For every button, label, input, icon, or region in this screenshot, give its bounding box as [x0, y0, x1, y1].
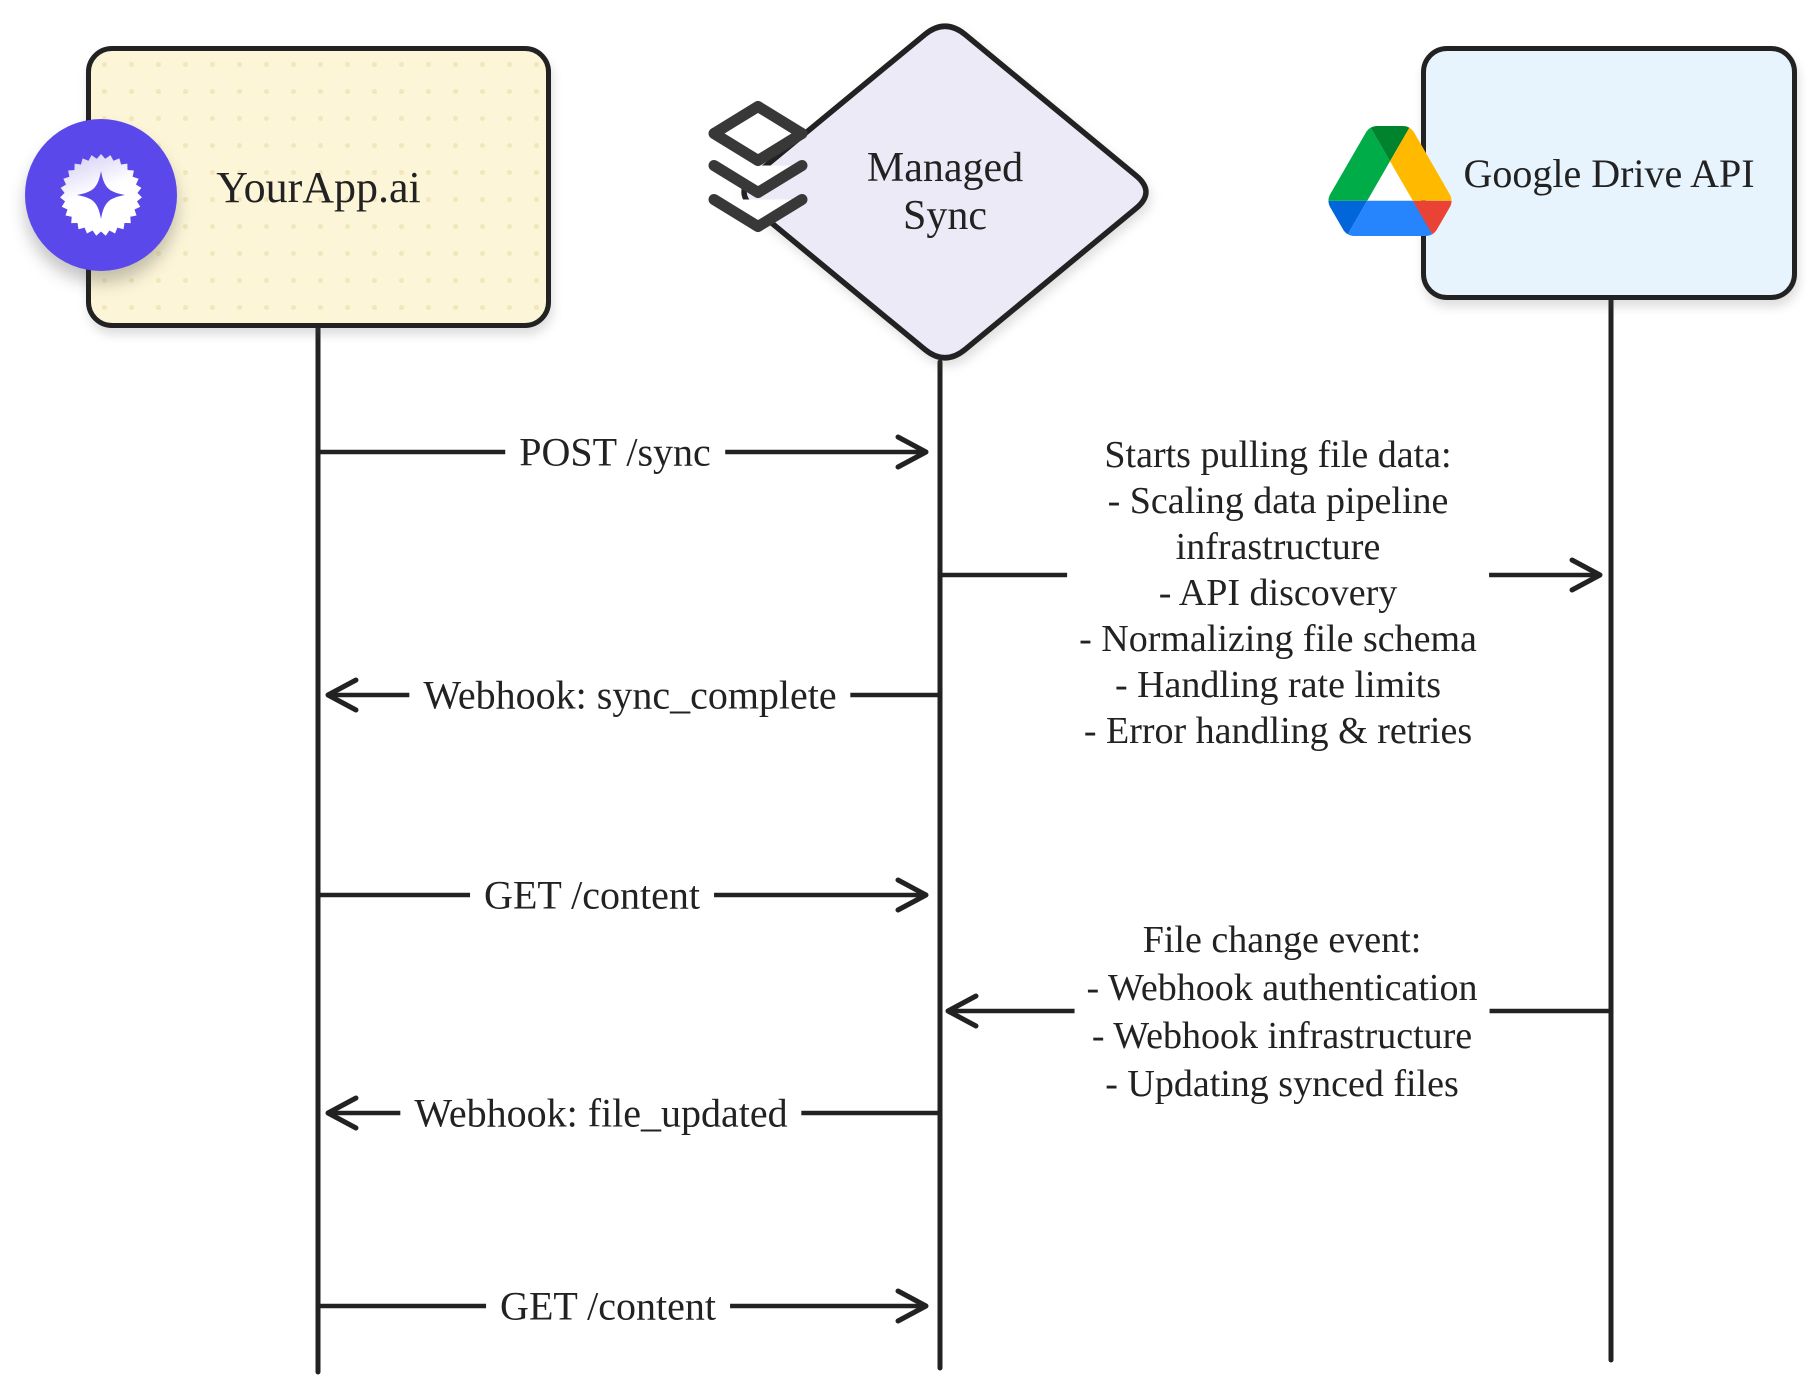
google-drive-icon — [1328, 126, 1452, 236]
managed-sync-logo — [702, 96, 814, 249]
actor-yourapp-label: YourApp.ai — [216, 162, 421, 212]
yourapp-logo — [25, 119, 177, 271]
note-line: File change event: — [1142, 919, 1422, 961]
message-label-get-content-2: GET /content — [486, 1280, 730, 1332]
managed-sync-label-line2: Sync — [903, 193, 987, 239]
actor-google-drive: Google Drive API — [1421, 46, 1797, 300]
message-label-webhook-sync-complete: Webhook: sync_complete — [409, 669, 851, 721]
message-label-webhook-file-updated: Webhook: file_updated — [400, 1087, 802, 1139]
sparkle-badge-icon — [60, 154, 142, 236]
message-label-get-content-1: GET /content — [470, 869, 714, 921]
note-line: Starts pulling file data: — [1104, 434, 1452, 476]
actor-google-drive-label: Google Drive API — [1463, 150, 1755, 196]
note-line: - API discovery — [1158, 572, 1398, 614]
note-line: - Webhook infrastructure — [1091, 1015, 1473, 1057]
note-line: infrastructure — [1175, 526, 1381, 568]
note-line: - Scaling data pipeline — [1107, 480, 1449, 522]
note-line: - Updating synced files — [1105, 1063, 1459, 1105]
database-stack-icon — [708, 101, 808, 232]
managed-sync-label-line1: Managed — [866, 145, 1024, 191]
note-line: - Error handling & retries — [1083, 710, 1473, 752]
note-pull-file-data: Starts pulling file data: - Scaling data… — [1067, 432, 1489, 754]
note-line: - Normalizing file schema — [1079, 618, 1477, 660]
note-file-change-event: File change event: - Webhook authenticat… — [1074, 916, 1490, 1108]
message-label-post-sync: POST /sync — [505, 426, 725, 478]
note-line: - Handling rate limits — [1114, 664, 1442, 706]
google-drive-logo — [1328, 126, 1452, 241]
actor-managed-sync-shape — [741, 23, 1149, 361]
actor-managed-sync-label: Managed Sync — [867, 144, 1023, 240]
note-line: - Webhook authentication — [1086, 967, 1478, 1009]
